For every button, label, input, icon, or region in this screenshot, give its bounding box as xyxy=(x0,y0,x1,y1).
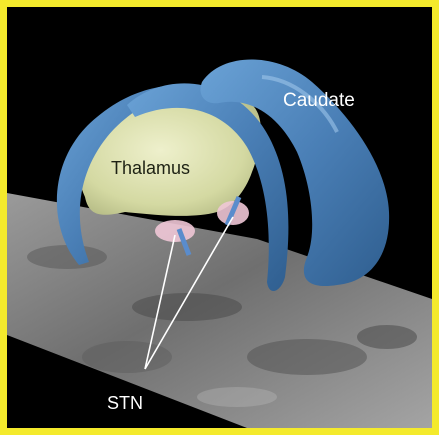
caudate-label: Caudate xyxy=(283,91,355,110)
stn-label: STN xyxy=(107,394,143,412)
thalamus-label: Thalamus xyxy=(111,159,190,177)
brain-3d-render xyxy=(7,7,432,428)
